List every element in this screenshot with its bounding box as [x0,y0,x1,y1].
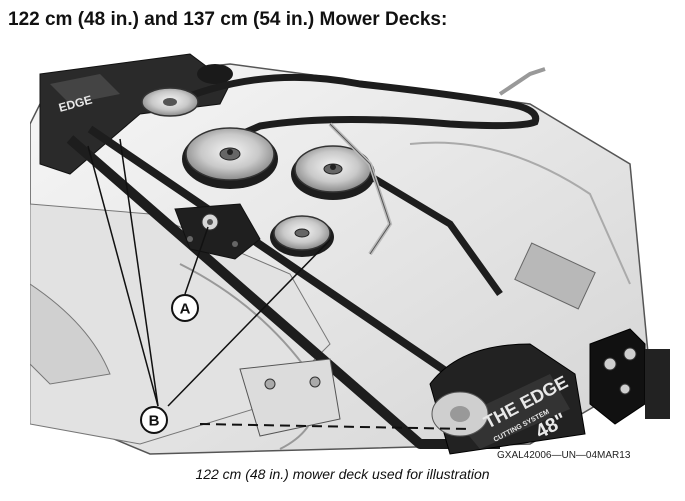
belt-guard-right: THE EDGE CUTTING SYSTEM 48" [429,343,586,455]
figure-code: GXAL42006—UN—04MAR13 [497,450,631,461]
tension-spring-rod [328,67,546,256]
callout-b-label: B [149,413,160,430]
callout-a-label: A [180,301,191,318]
spindle-pulley-right [291,145,375,200]
idler-arm-bracket [174,203,261,260]
idler-pulley-lower [270,215,334,257]
idler-pulley-top [141,87,199,117]
deck-hanger-bracket [589,328,670,425]
hidden-belt-dashed-line [199,423,471,430]
callout-b: B [140,406,168,434]
deck-wheel-bracket [239,358,341,437]
callout-leaders [87,138,331,407]
spindle-pulley-large [182,127,278,189]
figure-caption: 122 cm (48 in.) mower deck used for illu… [195,466,490,482]
callout-a: A [171,294,199,322]
mower-deck-illustration: EDGE [30,44,680,464]
section-heading: 122 cm (48 in.) and 137 cm (54 in.) Mowe… [8,9,448,30]
